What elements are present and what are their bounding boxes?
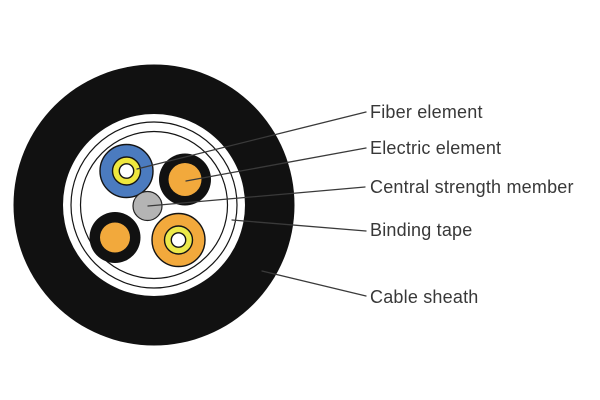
label-electric-element: Electric element	[370, 138, 501, 158]
label-central-strength-member: Central strength member	[370, 177, 574, 197]
binding-tape-inner-ring	[79, 130, 229, 280]
leader-line-central-strength-member	[147, 186, 366, 207]
leader-line-electric-element	[185, 147, 367, 182]
fiber-element-bottom-right	[151, 212, 206, 268]
electric-element-conductor	[100, 222, 130, 253]
electric-element-bottom-left	[89, 212, 141, 263]
leader-line-fiber-element	[136, 111, 367, 170]
fiber-element-core	[170, 232, 187, 248]
leader-line-cable-sheath	[261, 270, 367, 297]
binding-tape-outer-ring	[70, 121, 238, 289]
fiber-element-top-left	[99, 143, 154, 199]
label-fiber-element: Fiber element	[370, 102, 483, 122]
electric-element-conductor	[168, 163, 202, 196]
label-cable-sheath: Cable sheath	[370, 287, 478, 307]
leader-line-binding-tape	[231, 219, 367, 232]
label-binding-tape: Binding tape	[370, 220, 472, 240]
electric-element-top-right	[159, 153, 211, 206]
fiber-element-core	[118, 163, 135, 179]
